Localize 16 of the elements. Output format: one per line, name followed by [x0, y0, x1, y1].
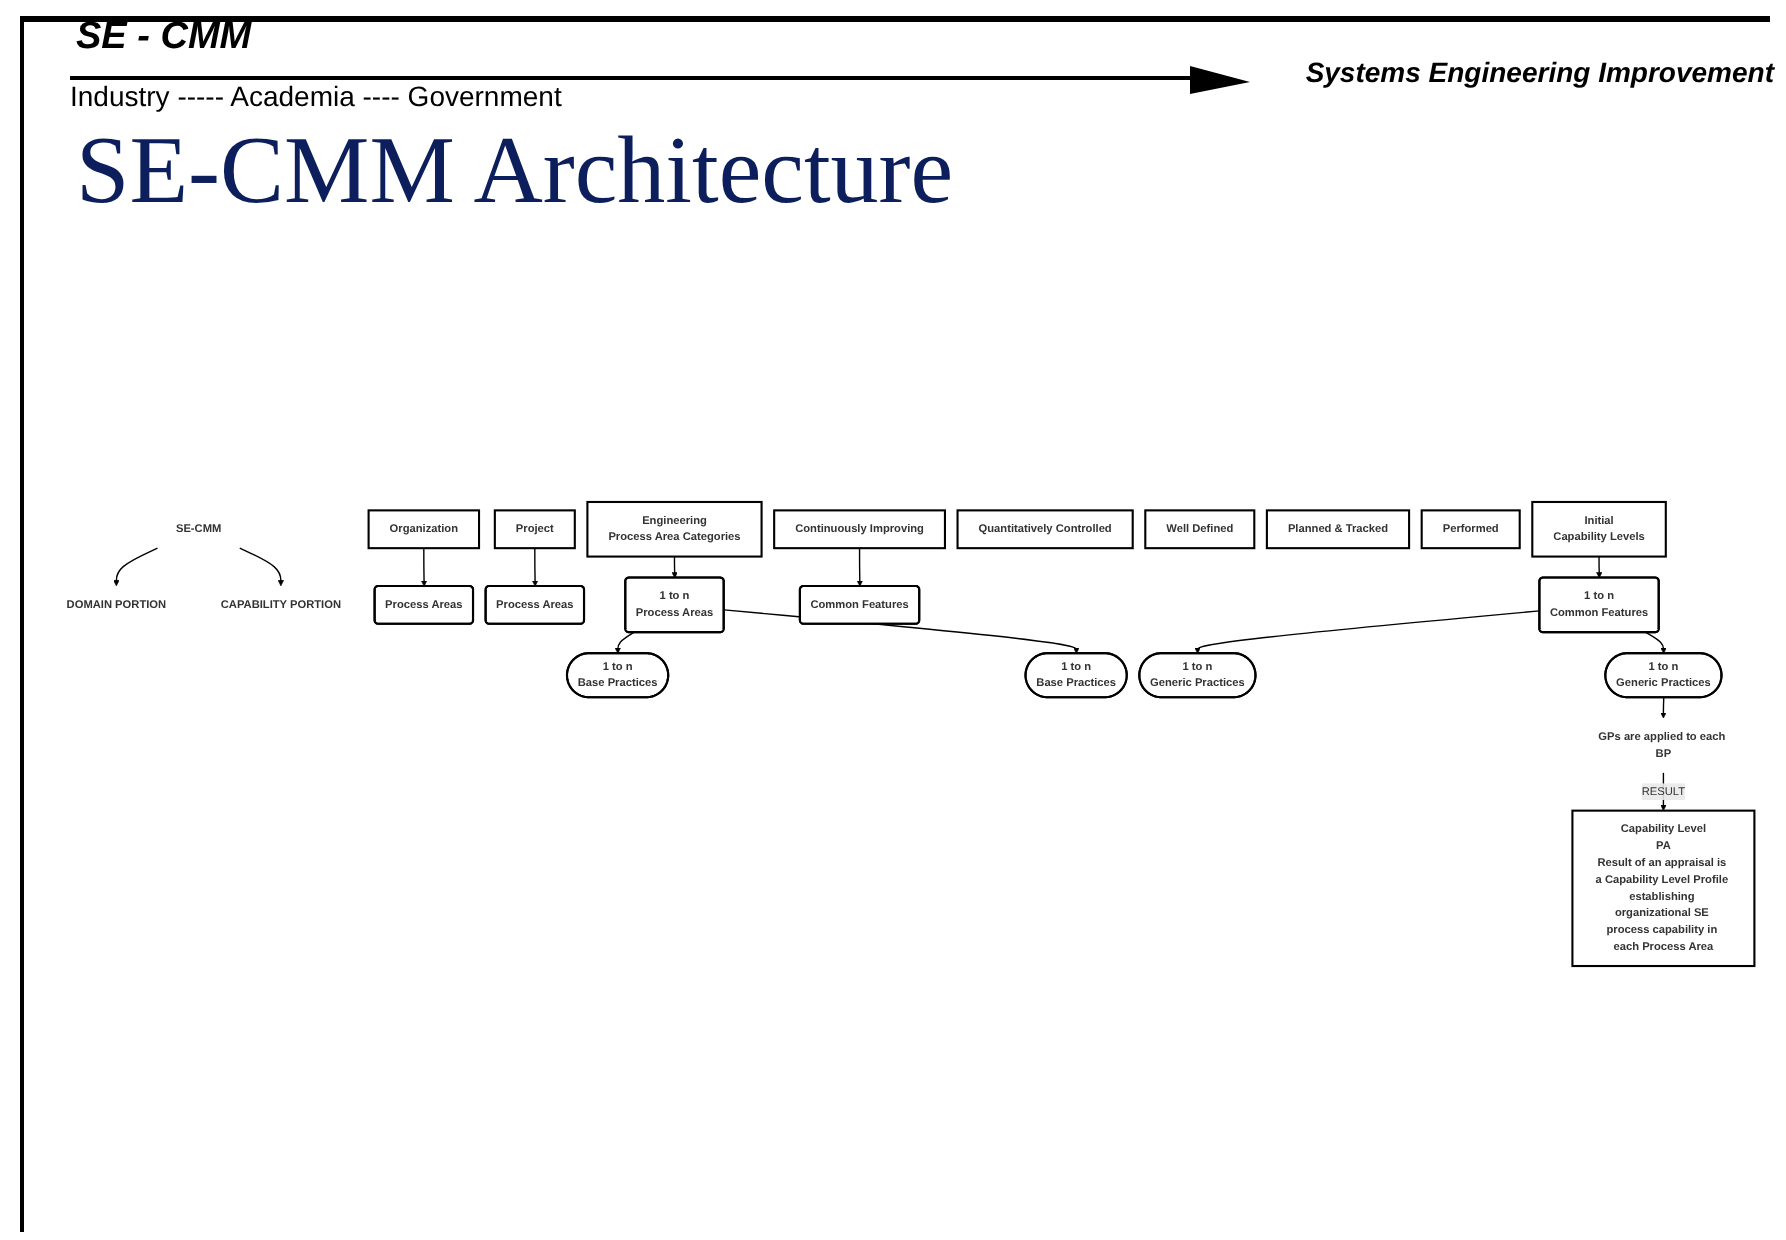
arrow: [1596, 555, 1603, 579]
arrow: [113, 547, 159, 587]
arrow: [723, 609, 1080, 654]
arrow: [239, 547, 284, 587]
arrow: [856, 547, 863, 587]
title: SE-CMM Architecture: [76, 116, 954, 226]
arrow: [421, 547, 428, 587]
arrow: [1660, 696, 1667, 719]
arrow: [1194, 610, 1541, 654]
header-text: SE - CMM: [76, 16, 252, 60]
arrow: [671, 555, 678, 579]
arrow: [614, 631, 635, 654]
subtitle: Industry ----- Academia ---- Government: [70, 80, 562, 112]
header-text: Systems Engineering Improvement: [1305, 56, 1774, 88]
arrow: [1645, 631, 1667, 654]
arrow: [532, 547, 539, 587]
